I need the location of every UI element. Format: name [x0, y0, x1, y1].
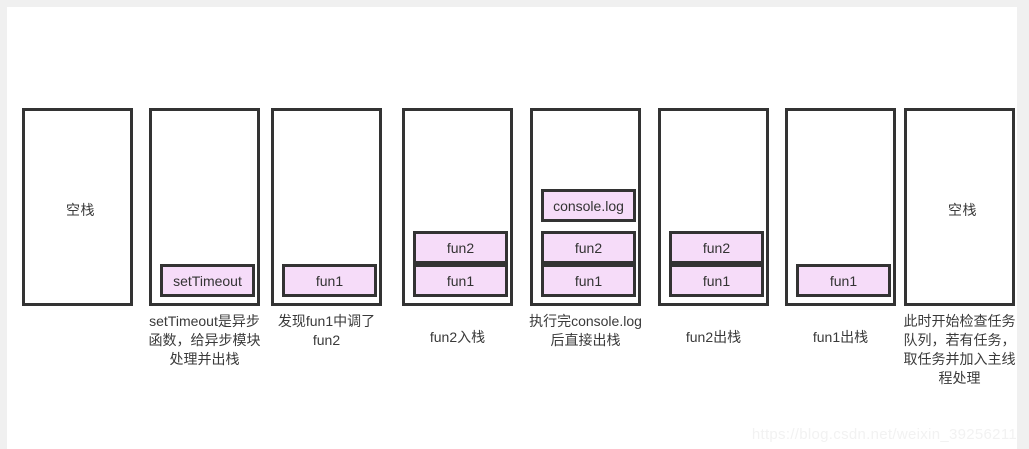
panel-caption: fun2出栈: [685, 329, 742, 345]
stack-frame: fun1: [413, 264, 508, 297]
diagram-canvas: 空栈 setTimeout setTimeout是异步函数，给异步模块处理并出栈 fu…: [7, 7, 1017, 449]
panel-caption: setTimeout是异步函数，给异步模块处理并出栈: [148, 313, 261, 367]
call-stack-box: setTimeout: [149, 108, 260, 306]
call-stack-box: 空栈: [22, 108, 133, 306]
stack-frame: fun2: [413, 231, 508, 264]
empty-stack-label: 空栈: [66, 202, 95, 218]
stack-frame: fun2: [669, 231, 764, 264]
panel-caption: 执行完console.log后直接出栈: [529, 313, 642, 348]
panel-caption: fun2入栈: [429, 329, 486, 345]
call-stack-box: fun1: [785, 108, 896, 306]
call-stack-box: 空栈: [904, 108, 1015, 306]
panel-caption: fun1出栈: [812, 329, 869, 345]
stack-frame: fun2: [541, 231, 636, 264]
stack-frame-list: setTimeout: [160, 264, 255, 297]
stack-frame-list: fun1: [282, 264, 377, 297]
panel-caption: 发现fun1中调了fun2: [277, 313, 376, 348]
panel-caption: 此时开始检查任务队列，若有任务，取任务并加入主线程处理: [903, 313, 1016, 386]
stack-frame: fun1: [541, 264, 636, 297]
stack-frame: setTimeout: [160, 264, 255, 297]
empty-stack-label: 空栈: [948, 202, 977, 218]
watermark-text: https://blog.csdn.net/weixin_39256211: [751, 426, 1017, 443]
call-stack-box: fun1: [271, 108, 382, 306]
stack-frame-list: fun1: [796, 264, 891, 297]
stack-frame: fun1: [669, 264, 764, 297]
stack-frame: console.log: [541, 189, 636, 222]
stack-frame: fun1: [796, 264, 891, 297]
stack-frame: fun1: [282, 264, 377, 297]
